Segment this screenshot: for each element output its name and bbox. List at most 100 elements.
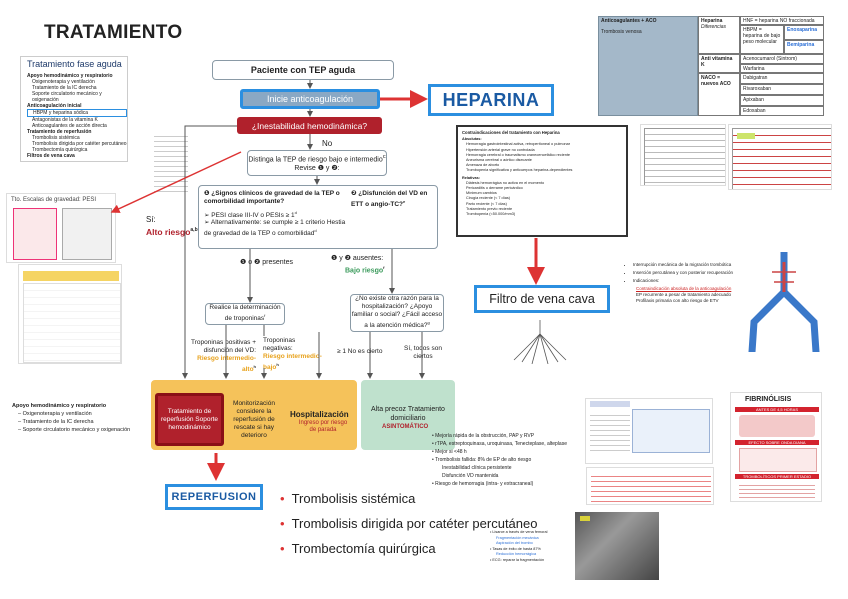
pesi-table-image bbox=[13, 208, 57, 260]
table-cell: Anticoagulantes + ACO Trombosis venosa bbox=[598, 16, 698, 116]
fibrinolysis-item2: EFECTO SOBRE ONDA DIANA bbox=[735, 440, 819, 445]
anticoag-node: Inicie anticoagulación bbox=[240, 89, 380, 109]
list-item: • Mejoría rápida de la obstrucción, PAP … bbox=[432, 433, 535, 439]
table-thumb-2-highlight bbox=[737, 133, 755, 139]
list-item: Cirugía reciente (< 7 días) bbox=[466, 196, 511, 201]
table-thumb-1 bbox=[640, 124, 726, 186]
table-cell: Heparina Diferencias bbox=[698, 16, 740, 54]
list-item: Mínimum cambios bbox=[466, 191, 497, 196]
page-title: TRATAMIENTO bbox=[44, 22, 183, 43]
list-item: Anticoagulación inicial bbox=[27, 103, 82, 109]
list-item: HBPM y heparina sódica bbox=[27, 109, 127, 117]
list-item: Trombopenia (<50.000/mm3) bbox=[466, 212, 516, 217]
pesi-table-thumb bbox=[18, 264, 122, 364]
criteria-box: ❶ ¿Signos clínicos de gravedad de la TEP… bbox=[198, 185, 438, 249]
troponin-node: Realice la determinación de troponinasf bbox=[205, 303, 285, 325]
list-item: Anticoagulantes de acción directa bbox=[32, 123, 107, 129]
treatment-list: • Trombolisis sistémica • Trombolisis di… bbox=[280, 486, 580, 561]
fibrinolysis-chart bbox=[739, 448, 817, 472]
crit1-b1: ➢ PESI clase III-IV o PESIs ≥ 1d bbox=[204, 210, 297, 220]
list-item: Amenaza de aborto bbox=[466, 163, 500, 168]
list-item: – Tratamiento de la IC derecha bbox=[18, 419, 94, 425]
list-item: Pericarditis o derrame pericárdico bbox=[466, 186, 523, 191]
list-item: Antagonistas de la vitamina K bbox=[32, 117, 98, 123]
table-cell: Edoxaban bbox=[740, 106, 824, 116]
list-item: Oxigenoterapia y ventilación bbox=[32, 79, 95, 85]
pesi-rows bbox=[23, 283, 121, 363]
present-label: ❶ o ❷ presentes bbox=[240, 259, 294, 266]
distinguish-node: Distinga la TEP de riesgo bajo e interme… bbox=[247, 150, 387, 176]
list-item: • Lisarce a través de vena femoral bbox=[490, 530, 548, 534]
list-item: Trombolisis dirigida por catéter percutá… bbox=[32, 141, 127, 147]
acute-phase-title: Tratamiento fase aguda bbox=[27, 59, 122, 69]
contra-abs: Absolutas: bbox=[462, 137, 482, 142]
acute-phase-list: Apoyo hemodinámico y respiratorio Oxigen… bbox=[27, 73, 127, 159]
table-cell: Warfarina bbox=[740, 64, 824, 73]
trop-neg-label: Troponinas negativas: Riesgo intermedio-… bbox=[263, 337, 322, 372]
catheter-slide-diagram bbox=[632, 409, 710, 453]
asintomatico-label: ASINTOMÁTICO bbox=[382, 424, 429, 430]
absent-label: ❶ y ❷ ausentes: Bajo riesgof bbox=[331, 255, 385, 275]
list-item: • Riesgo de hemorragia (intra- y extracr… bbox=[432, 481, 534, 487]
pesi-title: Tto. Escalas de gravedad: PESI bbox=[11, 197, 97, 203]
reperfusion-box: Tratamiento de reperfusión Soporte hemod… bbox=[155, 393, 224, 446]
list-item: – Soporte circulatorio mecánico y oxigen… bbox=[18, 427, 131, 433]
list-item: Inestabilidad clínica persistente bbox=[442, 465, 512, 471]
fibrinolysis-item1: ANTES DE 4,5 HORAS bbox=[735, 407, 819, 412]
list-item: • ECG: reparar la fragmentación bbox=[490, 557, 545, 562]
ge1-label: ≥ 1 No es cierto bbox=[337, 348, 383, 355]
list-item: • Mejor si <48 h bbox=[432, 449, 467, 455]
pesi-slide: Tto. Escalas de gravedad: PESI bbox=[6, 193, 116, 263]
list-item: Indicaciones: bbox=[633, 278, 740, 284]
list-item: Apoyo hemodinámico y respiratorio bbox=[27, 73, 113, 79]
acute-phase-panel: Tratamiento fase aguda Apoyo hemodinámic… bbox=[20, 56, 128, 162]
hemo-support-head: Apoyo hemodinámico y respiratorio bbox=[12, 403, 107, 409]
hospital-label: Hospitalización bbox=[290, 410, 349, 419]
list-item: Trombolisis sistémica bbox=[32, 135, 80, 141]
list-item: Soporte circulatorio mecánico y oxigenac… bbox=[32, 91, 102, 103]
start-node: Paciente con TEP aguda bbox=[212, 60, 394, 80]
small-doc-lines bbox=[154, 132, 188, 192]
list-item: • rTPA, estreptoquinasa, uroquinasa, Ten… bbox=[432, 441, 567, 447]
list-item: Filtros de vena cava bbox=[27, 153, 75, 159]
angiography-label bbox=[580, 516, 590, 521]
filter-notes: Interrupción mecánica de la migración tr… bbox=[622, 262, 740, 304]
early-discharge-box bbox=[361, 380, 455, 450]
list-item: Diátesis hemorrágica no activa en el mom… bbox=[466, 180, 545, 185]
hemo-support-list: Apoyo hemodinámico y respiratorio – Oxig… bbox=[12, 402, 147, 434]
table-cell: Enoxaparina bbox=[784, 25, 824, 40]
table-thumb-1-grid bbox=[644, 128, 725, 185]
instability-node: ¿Inestabilidad hemodinámica? bbox=[237, 117, 382, 134]
list-item: Contraindicación absoluta de la anticoag… bbox=[636, 286, 732, 291]
table-thumb-2 bbox=[728, 124, 832, 190]
list-item: • Trombectomía quirúrgica bbox=[280, 541, 436, 556]
fibrinolysis-heart bbox=[739, 415, 815, 437]
fibrinolysis-title: FIBRINÓLISIS bbox=[745, 396, 792, 403]
crit2-title: ❷ ¿Disfunción del VD en ETT o angio-TC?e bbox=[351, 190, 428, 209]
angiography-image bbox=[575, 512, 659, 580]
list-item: Hemorragia gastrointestinal activa, retr… bbox=[466, 142, 571, 147]
list-item: Aspiración del trombo bbox=[496, 541, 533, 545]
contra-title: Contraindicaciones del tratamiento con H… bbox=[462, 130, 560, 135]
heparina-label: HEPARINA bbox=[428, 84, 554, 116]
fibrinolysis-item3: TROMBOLÍTICOS PRIMER ESTADIO bbox=[735, 474, 819, 479]
thrombolysis-slide-thumb bbox=[586, 467, 714, 505]
list-item: Interrupción mecánica de la migración tr… bbox=[633, 262, 740, 268]
list-item: Trombopenia significativa y anticuerpos … bbox=[466, 168, 573, 173]
all-true-label: Sí, todos son ciertos bbox=[404, 345, 442, 360]
list-item: Tratamiento previo reciente bbox=[466, 206, 513, 211]
table-cell: HBPM = heparina de bajo peso molecular bbox=[740, 25, 784, 54]
list-item: EP recurrente a pesar de tratamiento ade… bbox=[636, 292, 731, 297]
pesi-table-image-2 bbox=[62, 208, 112, 260]
list-item: • Tasas de éxito de hasta 87% bbox=[490, 546, 541, 551]
list-item: Inserción percutánea y con posterior rec… bbox=[633, 270, 740, 276]
table-cell: Bemiparina bbox=[784, 40, 824, 54]
list-item: • Trombolisis sistémica bbox=[280, 491, 416, 506]
table-cell: Anti vitamina K bbox=[698, 54, 740, 73]
table-cell: Acenocumarol (Sintrom) bbox=[740, 54, 824, 64]
catheter-notes: • Lisarce a través de vena femoral Fragm… bbox=[490, 530, 570, 563]
catheter-slide-text bbox=[590, 411, 630, 451]
list-item: • Trombolisis fallida: 8% de EP de alto … bbox=[432, 457, 532, 463]
list-item: Hemorragia cerebral o traumatismo craneo… bbox=[466, 152, 571, 157]
